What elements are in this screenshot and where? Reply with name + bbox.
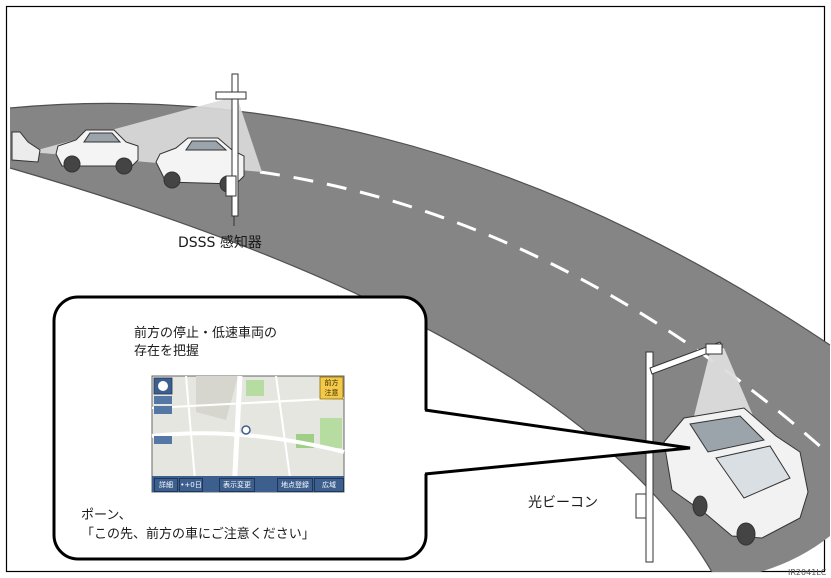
dsss-pole (215, 73, 247, 217)
car-far (11, 131, 41, 163)
navigation-screen (151, 375, 345, 493)
day-button[interactable]: •+0日 (179, 478, 203, 492)
sound-text: ポーン、 (81, 508, 132, 523)
road-lower-edge (9, 167, 713, 573)
caption-line-2: 存在を把握 (134, 344, 200, 359)
road-upper-edge (9, 102, 831, 346)
warning-badge: 前方 注意 (324, 379, 339, 397)
detail-button[interactable]: 詳細 (154, 478, 178, 492)
beacon-pole (635, 341, 723, 563)
callout-pointer-edge (424, 408, 691, 476)
register-point-button[interactable]: 地点登録 (277, 478, 313, 492)
display-change-button[interactable]: 表示変更 (219, 478, 255, 492)
caption-line-1: 前方の停止・低速車両の (134, 326, 278, 341)
lane-line (259, 170, 831, 457)
outer-frame (5, 5, 826, 573)
image-code: IR2041LC (788, 568, 827, 577)
optical-beacon-label: 光ビーコン (528, 495, 598, 511)
wide-area-button[interactable]: 広域 (314, 478, 344, 492)
dsss-sensor-label: DSSS 感知器 (178, 235, 262, 251)
car-middle (55, 129, 139, 175)
car-right (663, 407, 809, 546)
warning-message: 「この先、前方の車にご注意ください」 (81, 527, 315, 542)
callout-pointer (424, 410, 690, 474)
